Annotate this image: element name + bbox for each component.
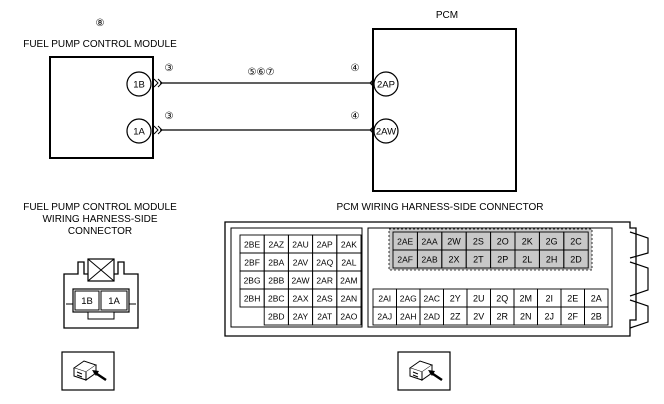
- pcm-pin-label: 2AH: [400, 311, 417, 321]
- pcm-pin-label: 2L: [522, 254, 532, 264]
- pcm-pin-label: 2BB: [268, 275, 284, 285]
- pcm-pin-label: 2AA: [422, 236, 438, 246]
- wire-1-left-ref: ③: [165, 63, 174, 74]
- pcm-pin-label: 2AB: [422, 254, 438, 264]
- wire-2-right-ref: ④: [351, 111, 360, 122]
- pcm-pin-label: 2BH: [244, 293, 261, 303]
- pcm-pin-label: 2C: [570, 236, 582, 246]
- fpcm-connector-pin-1b: 1B: [81, 296, 93, 307]
- pcm-pin-label: 2D: [570, 254, 582, 264]
- pcm-pin-2ap-label: 2AP: [377, 80, 395, 91]
- pcm-pin-label: 2H: [546, 254, 558, 264]
- pcm-pin-label: 2AN: [341, 293, 358, 303]
- pcm-pin-label: 2V: [473, 311, 484, 321]
- fpcm-connector-lock-x-icon: [87, 258, 115, 282]
- pcm-pin-label: 2Z: [450, 311, 461, 321]
- pcm-pin-label: 2AD: [423, 311, 440, 321]
- pcm-pin-2aw-label: 2AW: [376, 127, 396, 138]
- pcm-pin-cell: [584, 306, 609, 326]
- wire-1-mid-refs: ⑤⑥⑦: [248, 67, 275, 78]
- pcm-pin-label: 2BG: [244, 275, 261, 285]
- pcm-pin-2aw: [373, 118, 399, 144]
- pcm-pin-label: 2O: [497, 236, 509, 246]
- pcm-pin-label: 2P: [497, 254, 508, 264]
- fpcm-pin-1b: [126, 71, 152, 97]
- pcm-pin-label: 2BC: [268, 293, 285, 303]
- pcm-pin-label: 2AC: [423, 293, 440, 303]
- pcm-pin-label: 2AK: [341, 239, 357, 249]
- pcm-title: PCM: [436, 10, 458, 21]
- pcm-pin-label: 2AV: [293, 257, 309, 267]
- pcm-pin-label: 2BA: [268, 257, 284, 267]
- pcm-pin-label: 2J: [544, 311, 554, 321]
- pcm-pin-label: 2F: [567, 311, 578, 321]
- pcm-pin-label: 2AO: [340, 311, 357, 321]
- pcm-pin-label: 2U: [473, 293, 485, 303]
- fpcm-connector-title-line-3: CONNECTOR: [68, 226, 132, 237]
- pcm-pin-cell: [336, 306, 362, 326]
- fpcm-pin-1a: [126, 118, 152, 144]
- pcm-pin-label: 2K: [522, 236, 533, 246]
- pcm-pin-label: 2AY: [293, 311, 309, 321]
- pcm-pin-label: 2T: [473, 254, 484, 264]
- pcm-pin-label: 2BF: [244, 257, 260, 267]
- pcm-pin-label: 2BD: [268, 311, 285, 321]
- fpcm-box: [49, 56, 154, 159]
- wire-2-left-ref: ③: [165, 111, 174, 122]
- pcm-pin-label: 2B: [591, 311, 602, 321]
- fpcm-connector-pin-1a: 1A: [108, 296, 120, 307]
- fpcm-pin-1a-label: 1A: [133, 127, 145, 138]
- fpcm-connector-symbol-2: [153, 125, 163, 135]
- pcm-pin-label: 2A: [591, 293, 602, 303]
- connector-view-icon-left: [61, 351, 115, 391]
- wire-1-right-ref: ④: [351, 63, 360, 74]
- pcm-pin-label: 2AR: [316, 275, 333, 285]
- pcm-pin-label: 2AT: [317, 311, 332, 321]
- pcm-pin-label: 2AM: [340, 275, 357, 285]
- pcm-pin-label: 2AI: [378, 293, 391, 303]
- pcm-pin-label: 2AQ: [316, 257, 333, 267]
- pcm-pin-label: 2AX: [292, 293, 308, 303]
- pcm-pin-cell: [563, 249, 589, 269]
- fpcm-connector-symbol-1: [153, 78, 163, 88]
- pcm-connector-title: PCM WIRING HARNESS-SIDE CONNECTOR: [336, 202, 543, 213]
- pcm-pin-label: 2X: [448, 254, 459, 264]
- pcm-pin-label: 2W: [447, 236, 461, 246]
- fpcm-connector-title-line-1: FUEL PUMP CONTROL MODULE: [23, 202, 177, 213]
- pcm-pin-label: 2Y: [450, 293, 461, 303]
- pcm-pin-label: 2AE: [397, 236, 413, 246]
- pcm-pin-label: 2AS: [317, 293, 333, 303]
- pcm-pin-label: 2Q: [496, 293, 508, 303]
- pcm-pin-label: 2AU: [292, 239, 309, 249]
- pcm-pin-label: 2R: [496, 311, 508, 321]
- pcm-pin-label: 2AG: [400, 293, 417, 303]
- pcm-pin-label: 2AL: [341, 257, 356, 267]
- pcm-pin-label: 2AW: [291, 275, 309, 285]
- pcm-pin-label: 2N: [520, 311, 532, 321]
- pcm-pin-label: 2M: [519, 293, 532, 303]
- pcm-pin-label: 2AZ: [269, 239, 285, 249]
- pcm-pin-label: 2AP: [317, 239, 333, 249]
- pcm-pin-label: 2G: [546, 236, 558, 246]
- pcm-pin-label: 2AF: [397, 254, 413, 264]
- pcm-pin-2ap: [373, 71, 399, 97]
- fpcm-ref-number: ⑧: [96, 18, 105, 29]
- fpcm-pin-1b-label: 1B: [133, 80, 145, 91]
- fpcm-connector-title-line-2: WIRING HARNESS-SIDE: [42, 214, 157, 225]
- connector-view-icon-right: [397, 351, 451, 391]
- pcm-box: [372, 28, 517, 192]
- pcm-pin-label: 2AJ: [377, 311, 392, 321]
- pcm-pin-label: 2E: [567, 293, 578, 303]
- pcm-pin-label: 2I: [545, 293, 553, 303]
- pcm-pin-label: 2S: [473, 236, 484, 246]
- fpcm-connector-illustration: [63, 258, 139, 329]
- fpcm-title: FUEL PUMP CONTROL MODULE: [23, 39, 177, 50]
- pcm-pin-label: 2BE: [244, 239, 260, 249]
- pcm-connector-pin-grid: 2BE 2AZ 2AU 2AP 2AK 2BF 2BA 2AV 2AQ 2AL 2BG 2BB 2AW 2…: [239, 231, 609, 326]
